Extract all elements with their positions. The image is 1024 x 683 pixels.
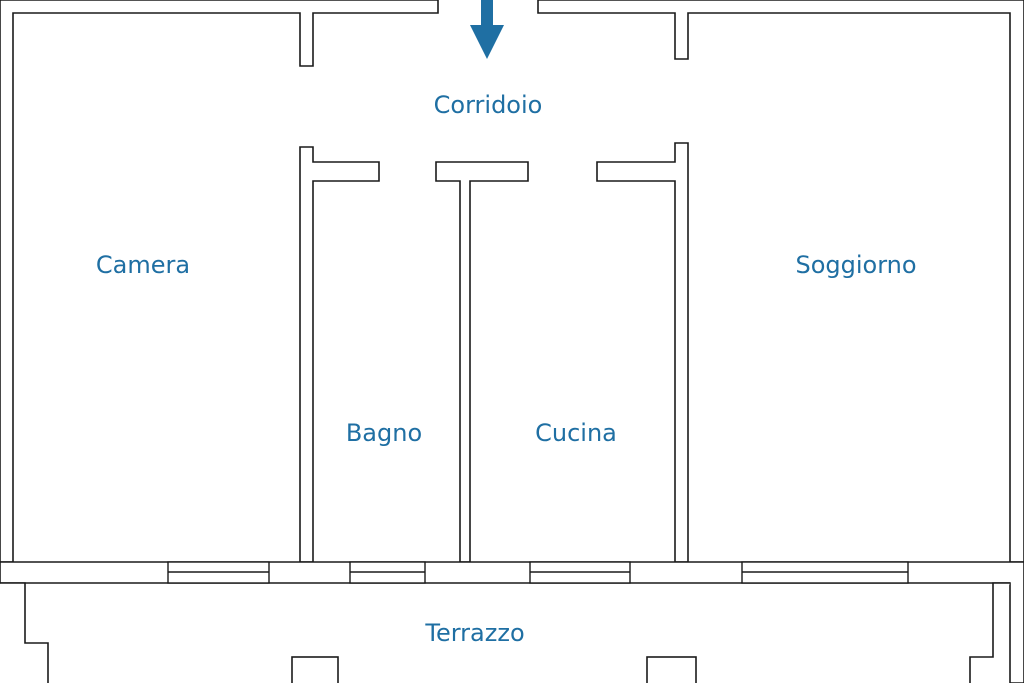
- terrace-pillar-left: [291, 656, 339, 683]
- terrace-outline: [969, 582, 1010, 683]
- wall-bottom: [0, 561, 1024, 683]
- terrace-outline-left: [0, 582, 49, 683]
- label-cucina: Cucina: [535, 419, 617, 447]
- wall-top-left: [0, 0, 439, 563]
- wall-cucina-soggiorno: [596, 142, 689, 563]
- arrow-down-icon: [470, 0, 504, 59]
- terrace-pillar-right: [646, 656, 697, 683]
- label-bagno: Bagno: [346, 419, 422, 447]
- wall-camera-bagno: [299, 146, 380, 563]
- label-camera: Camera: [96, 251, 190, 279]
- label-corridoio: Corridoio: [434, 91, 543, 119]
- wall-top-right: [537, 0, 1024, 563]
- label-terrazzo: Terrazzo: [424, 619, 524, 647]
- window-camera: [167, 561, 270, 584]
- window-bagno: [349, 561, 426, 584]
- label-soggiorno: Soggiorno: [795, 251, 916, 279]
- window-cucina: [529, 561, 631, 584]
- wall-bagno-cucina: [435, 161, 529, 563]
- window-soggiorno: [741, 561, 909, 584]
